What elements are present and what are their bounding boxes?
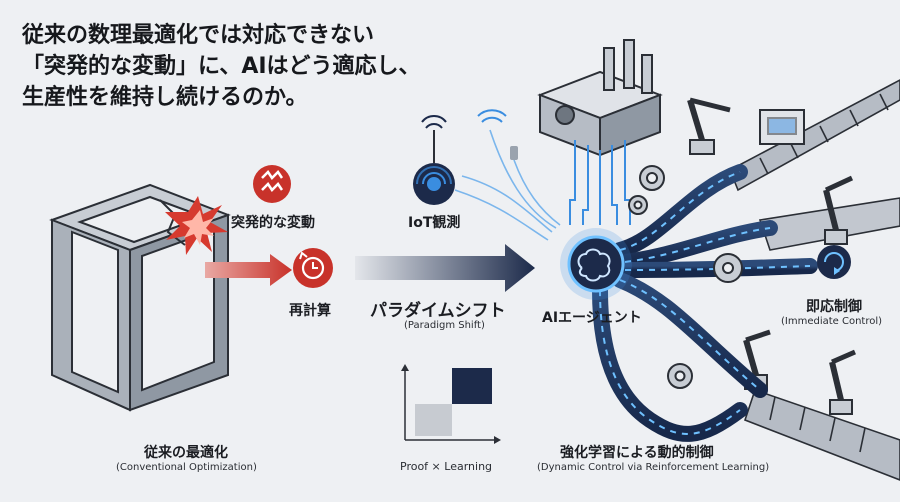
- data-lines: [454, 129, 561, 241]
- conveyor-bottom: [743, 388, 900, 481]
- impact-burst-icon: [165, 196, 228, 255]
- iot-sensor-icon: [413, 115, 455, 205]
- headline-line: 「突発的な変動」に、AIはどう適応し、: [22, 54, 421, 79]
- immediate-control-icon: [817, 245, 851, 279]
- ai-agent-label: AIエージェント: [542, 310, 642, 326]
- conventional-sublabel: (Conventional Optimization): [116, 462, 257, 473]
- dynamic-control-sublabel: (Dynamic Control via Reinforcement Learn…: [537, 462, 770, 473]
- broken-cube-icon: [49, 183, 231, 412]
- headline-line: 生産性を維持し続けるのか。: [22, 85, 308, 110]
- robot-arm-icon: [687, 97, 731, 155]
- recalc-clock-icon: [293, 248, 333, 288]
- paradigm-shift-label: パラダイムシフト: [370, 301, 506, 321]
- red-arrow-icon: [205, 254, 292, 286]
- headline-line: 従来の数理最適化では対応できない: [22, 23, 375, 48]
- gear-icon: [628, 165, 743, 389]
- immediate-control-label: 即応制御: [806, 299, 862, 315]
- proof-learning-label: Proof × Learning: [400, 460, 493, 473]
- dynamic-control-label: 強化学習による動的制御: [560, 445, 714, 461]
- sudden-change-label: 突発的な変動: [231, 215, 315, 231]
- ai-agent-brain-icon: [560, 228, 632, 300]
- wireless-signal-icon: [477, 109, 518, 160]
- conveyor-right: [758, 197, 900, 251]
- iot-label: IoT観測: [408, 215, 461, 231]
- sudden-change-icon: [253, 165, 291, 203]
- conventional-label: 従来の最適化: [144, 445, 228, 461]
- paradigm-shift-sublabel: (Paradigm Shift): [404, 320, 485, 331]
- circuit-lines: [569, 140, 631, 225]
- paradigm-shift-arrow-icon: [355, 244, 535, 292]
- conveyor-top: [728, 79, 900, 192]
- factory-icon: [537, 39, 663, 157]
- recalc-label: 再計算: [289, 303, 331, 319]
- proof-learning-matrix-icon: [401, 364, 501, 444]
- immediate-control-sublabel: (Immediate Control): [781, 316, 883, 327]
- inspection-gate-icon: [759, 109, 805, 145]
- robot-arm-icon: [823, 175, 854, 245]
- headline: 従来の数理最適化では対応できない 「突発的な変動」に、AIはどう適応し、 生産性…: [22, 20, 442, 113]
- robot-arm-icon: [829, 349, 856, 415]
